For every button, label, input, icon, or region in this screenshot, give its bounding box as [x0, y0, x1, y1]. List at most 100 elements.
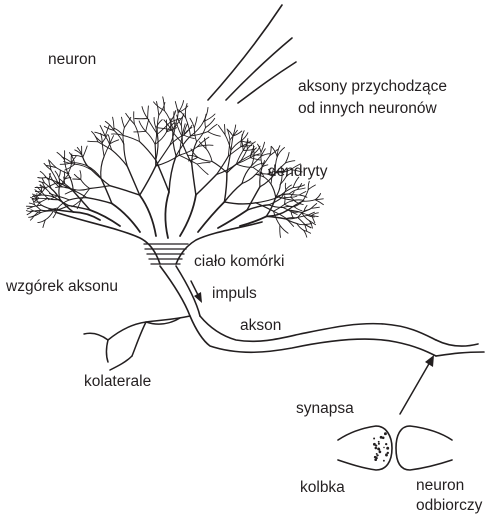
- dendrite-branch: [285, 219, 297, 224]
- incoming-axons-label-line1: aksony przychodzące: [298, 77, 447, 96]
- cell-body-label: ciało komórki: [194, 252, 284, 271]
- dendrite-branch: [312, 215, 318, 216]
- dendrite-branch: [124, 117, 130, 127]
- dendrite-branch: [65, 160, 68, 174]
- dendrite-branch: [197, 145, 213, 147]
- dendrite-branch: [294, 207, 302, 211]
- dendrite-branch: [197, 164, 208, 175]
- dendrite-branch: [194, 117, 197, 128]
- dendrite-branch: [88, 141, 98, 142]
- axon-label: akson: [240, 316, 281, 335]
- dendrite-branch: [112, 204, 140, 233]
- receiving-neuron-label-line2: odbiorczy: [416, 496, 482, 515]
- dendrite-branch: [271, 146, 277, 157]
- vesicle: [378, 449, 380, 451]
- dendrite-branch: [285, 183, 286, 190]
- synapse-label: synapsa: [296, 399, 354, 418]
- dendrite-branch: [76, 189, 90, 191]
- dendrite-branch: [218, 125, 225, 134]
- dendrite-branch: [288, 201, 303, 210]
- vesicle: [383, 447, 384, 448]
- synapse-detail: [338, 426, 452, 470]
- dendrite-branch: [139, 141, 155, 160]
- dendrite-branch: [134, 124, 139, 141]
- dendrite-branch: [294, 200, 304, 201]
- dendrite-branch: [196, 174, 217, 195]
- dendrite-branch: [60, 163, 72, 165]
- synaptic-vesicles: [373, 432, 389, 461]
- dendrite-branch: [227, 129, 233, 136]
- axon: [160, 266, 484, 356]
- dendrite-branch: [42, 205, 54, 209]
- collaterals-label: kolaterale: [84, 372, 151, 391]
- dendrite-branch: [190, 118, 194, 127]
- dendrite-branch: [148, 106, 149, 119]
- vesicle: [374, 456, 376, 458]
- vesicle: [379, 451, 382, 454]
- receiving-neuron-arrow: [400, 355, 434, 414]
- dendrite-branch: [169, 156, 176, 192]
- dendrite-branch: [80, 171, 81, 180]
- dendrite-branch: [59, 170, 61, 177]
- dendrite-branch: [127, 167, 139, 196]
- dendrite-branch: [285, 196, 286, 205]
- vesicle: [385, 443, 387, 445]
- dendrite-branch: [142, 107, 148, 119]
- vesicle: [378, 443, 380, 445]
- dendrite-branch: [87, 198, 112, 204]
- dendrite-branch: [134, 112, 135, 125]
- receiving-neuron-label-line1: neuron: [416, 476, 464, 495]
- dendrite-branch: [26, 211, 32, 212]
- dendrite-branch: [280, 225, 288, 233]
- dendrite-branch: [285, 201, 293, 205]
- dendrite-branch: [35, 187, 45, 188]
- dendrite-branch: [280, 225, 281, 237]
- dendrite-branch: [208, 124, 217, 131]
- dendrite-branch: [305, 225, 311, 228]
- dendrite-branch: [308, 181, 309, 189]
- dendrite-branch: [26, 206, 32, 207]
- dendrite-branch: [101, 178, 112, 203]
- dendrite-branch: [155, 144, 156, 166]
- dendrite-branch: [269, 205, 283, 208]
- dendrite-branch: [305, 224, 311, 225]
- dendrite-branch: [186, 118, 191, 136]
- terminal-bulb-label: kolbka: [300, 478, 345, 497]
- dendrite-branch: [41, 198, 48, 202]
- dendrite-branch: [157, 102, 159, 116]
- dendrite-branch: [308, 185, 315, 190]
- dendrite-branch: [114, 130, 124, 144]
- dendrite-branch: [299, 192, 306, 196]
- dendrite-branch: [146, 131, 155, 144]
- dendrite-branch: [134, 131, 146, 132]
- dendrite-branch: [90, 186, 110, 189]
- collaterals: [84, 316, 190, 370]
- dendrite-branch: [154, 118, 156, 128]
- dendrite-branch: [206, 149, 212, 162]
- vesicle: [384, 432, 387, 435]
- vesicle: [383, 460, 385, 462]
- dendrite-branch: [315, 194, 320, 200]
- dendrite-branch: [185, 104, 187, 119]
- vesicle: [376, 455, 378, 457]
- dendrite-branch: [101, 157, 104, 179]
- dendrite-branch: [154, 102, 165, 111]
- incoming-axons: [208, 5, 296, 103]
- dendrite-branch: [72, 155, 83, 157]
- axon-hillock-label: wzgórek aksonu: [6, 277, 118, 296]
- dendrite-branch: [123, 136, 139, 142]
- dendrites-label: dendryty: [268, 162, 327, 181]
- dendrite-branch: [289, 194, 299, 195]
- dendrite-branch: [122, 117, 125, 127]
- dendrite-branch: [224, 173, 227, 202]
- dendrite-branch: [57, 152, 65, 159]
- dendrite-branch: [181, 114, 184, 126]
- dendrite-branch: [146, 119, 149, 131]
- dendrite-branch: [281, 197, 290, 198]
- dendrite-branch: [180, 195, 196, 236]
- dendrite-branch: [83, 146, 87, 157]
- incoming-axons-label-line2: od innych neuronów: [298, 99, 437, 118]
- dendrite-branch: [59, 187, 60, 199]
- dendrite-branch: [140, 166, 156, 195]
- neuron-label: neuron: [48, 50, 96, 69]
